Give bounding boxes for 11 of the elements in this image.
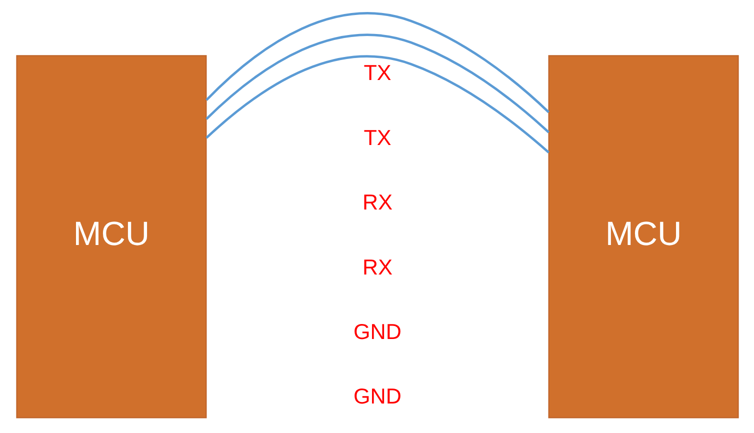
node-box: MCU [548,55,738,418]
node-box: MCU [16,55,206,418]
connector [205,55,550,154]
connector [205,34,550,134]
label: GND [353,319,401,344]
label: TX [363,124,391,150]
label: TX [363,60,391,86]
label: RX [362,254,392,280]
label: RX [362,190,392,215]
connector [205,12,550,114]
label: GND [353,384,401,409]
